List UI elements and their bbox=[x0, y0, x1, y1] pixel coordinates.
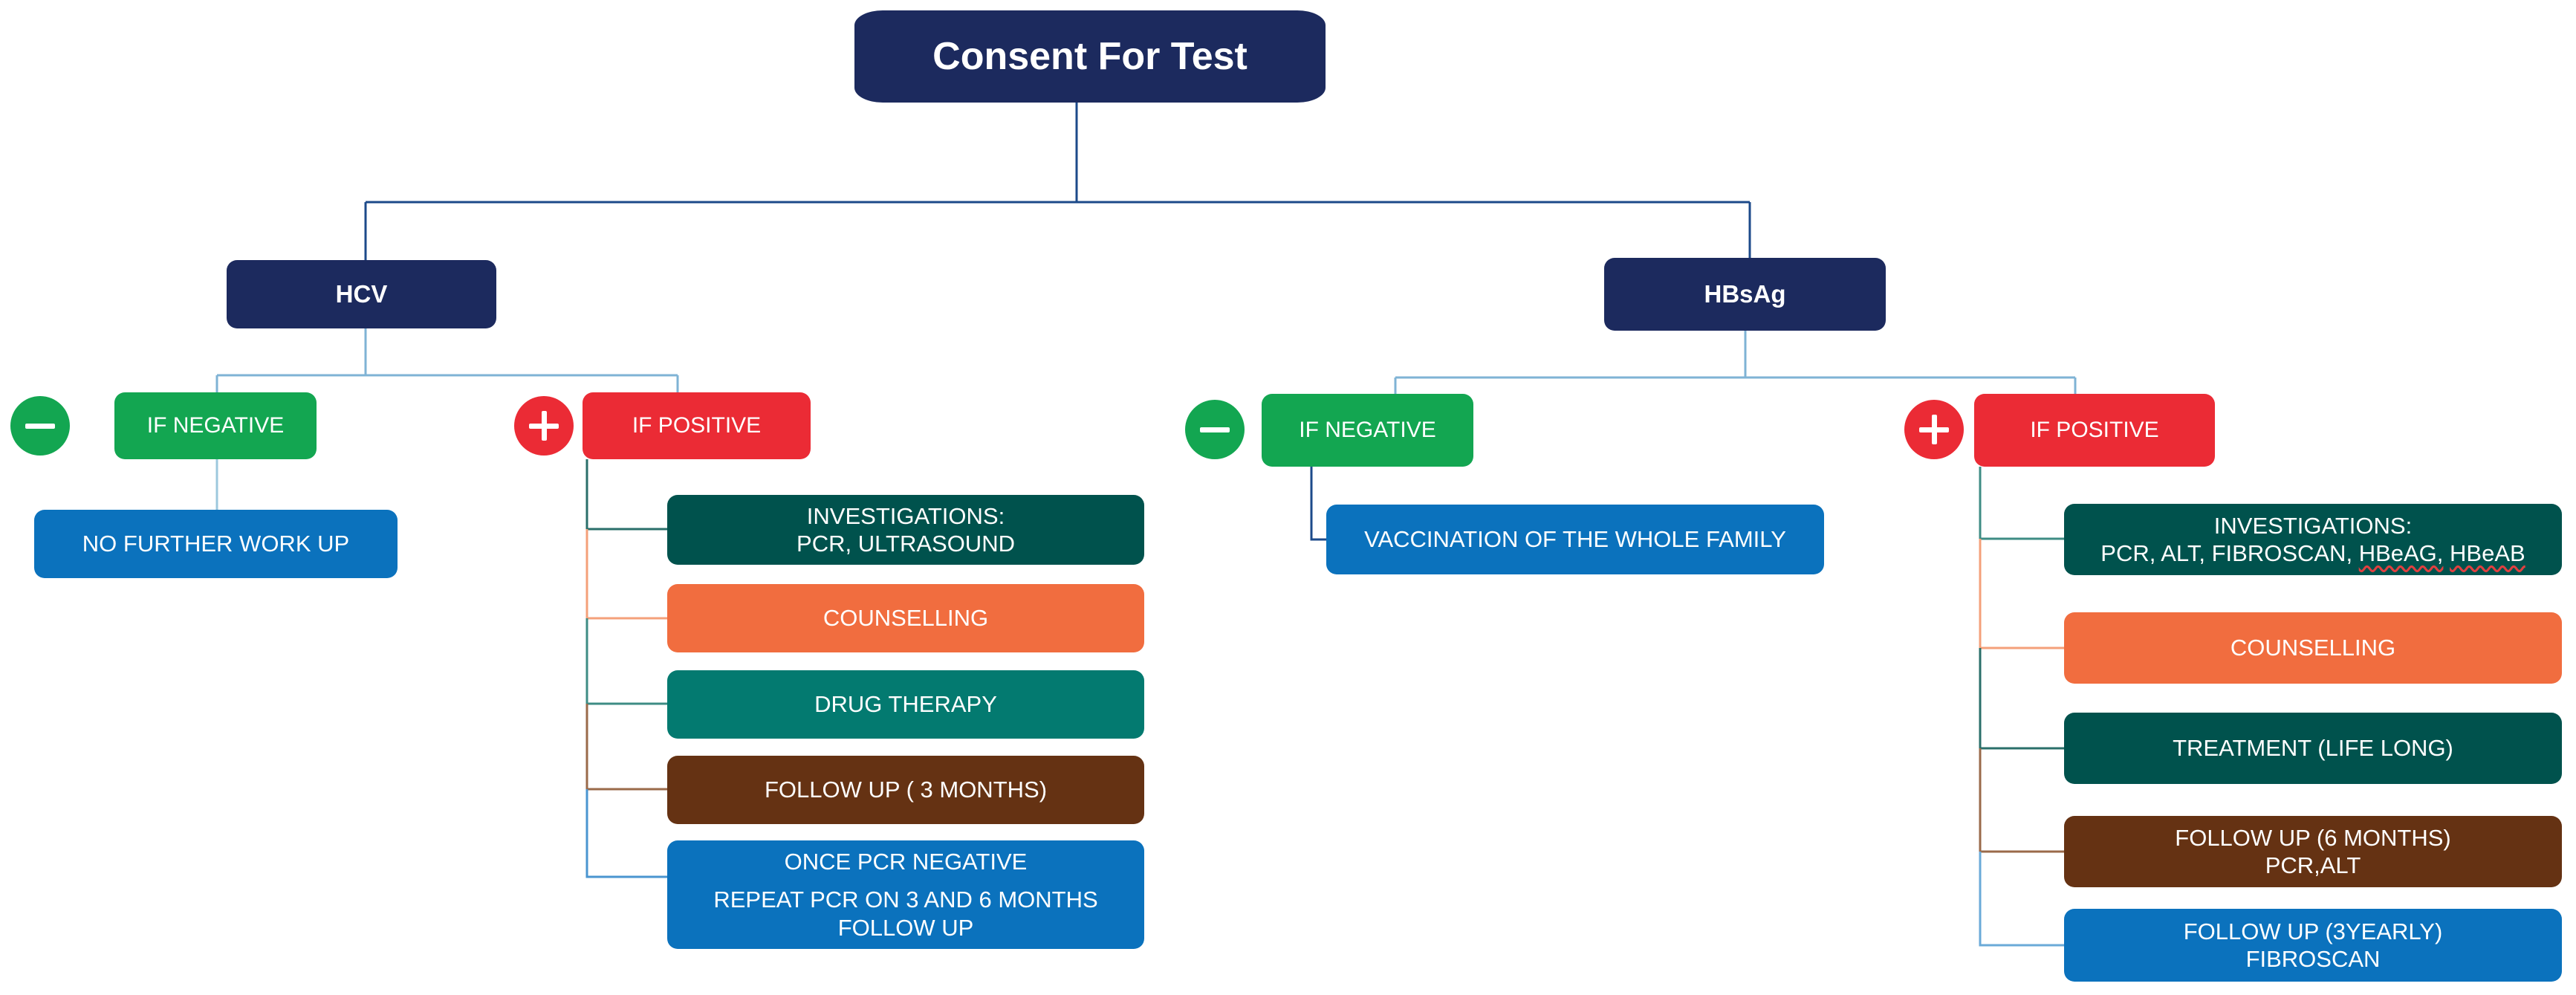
hbsag-if-positive-node: IF POSITIVE bbox=[1974, 394, 2215, 467]
hcv-no-further-work-up-node: NO FURTHER WORK UP bbox=[34, 510, 398, 578]
hbsag-follow-up-6-line-1: FOLLOW UP (6 MONTHS) bbox=[2175, 824, 2451, 851]
hcv-counselling-label: COUNSELLING bbox=[823, 605, 989, 632]
hbsag-investigations-hbeab: HBeAB bbox=[2450, 540, 2525, 566]
hcv-drug-therapy-label: DRUG THERAPY bbox=[814, 691, 997, 718]
hcv-if-positive-node: IF POSITIVE bbox=[583, 392, 811, 459]
hcv-connector bbox=[215, 328, 679, 392]
hbsag-label: HBsAg bbox=[1704, 280, 1786, 308]
hcv-pcr-line-3: FOLLOW UP bbox=[837, 914, 974, 941]
hbsag-treatment-label: TREATMENT (LIFE LONG) bbox=[2173, 735, 2453, 762]
plus-circle-icon bbox=[514, 396, 574, 456]
hcv-label: HCV bbox=[335, 280, 388, 308]
hcv-investigations-items: PCR, ULTRASOUND bbox=[797, 531, 1015, 557]
hcv-if-negative-node: IF NEGATIVE bbox=[114, 392, 317, 459]
hbsag-vaccination-node: VACCINATION OF THE WHOLE FAMILY bbox=[1326, 505, 1824, 574]
hbsag-investigations-title: INVESTIGATIONS: bbox=[2213, 512, 2413, 539]
hbsag-follow-up-3y-line-2: FIBROSCAN bbox=[2245, 946, 2381, 972]
hbsag-follow-up-3-yearly-node: FOLLOW UP (3YEARLY) FIBROSCAN bbox=[2064, 909, 2562, 982]
hbsag-treatment-node: TREATMENT (LIFE LONG) bbox=[2064, 713, 2562, 784]
hcv-pcr-follow-up-node: ONCE PCR NEGATIVE REPEAT PCR ON 3 AND 6 … bbox=[667, 840, 1144, 949]
hcv-drug-therapy-node: DRUG THERAPY bbox=[667, 670, 1144, 739]
hcv-counselling-node: COUNSELLING bbox=[667, 584, 1144, 652]
hbsag-investigations-items-line: PCR, ALT, FIBROSCAN, HBeAG, HBeAB bbox=[2100, 539, 2525, 567]
hbsag-investigations-node: INVESTIGATIONS: PCR, ALT, FIBROSCAN, HBe… bbox=[2064, 504, 2562, 575]
hbsag-connector bbox=[1394, 331, 2077, 394]
minus-circle-icon bbox=[1185, 400, 1245, 459]
hbsag-follow-up-6-line-2: PCR,ALT bbox=[2265, 852, 2361, 878]
hbsag-follow-up-3y-line-1: FOLLOW UP (3YEARLY) bbox=[2183, 918, 2443, 944]
hcv-pcr-line-2: REPEAT PCR ON 3 AND 6 MONTHS bbox=[713, 887, 1098, 913]
hbsag-counselling-label: COUNSELLING bbox=[2230, 635, 2396, 661]
plus-circle-icon bbox=[1904, 400, 1964, 459]
hcv-investigations-node: INVESTIGATIONS: PCR, ULTRASOUND bbox=[667, 495, 1144, 565]
root-connector bbox=[364, 103, 1751, 260]
consent-for-test-node: Consent For Test bbox=[854, 10, 1326, 103]
hbsag-vaccination-label: VACCINATION OF THE WHOLE FAMILY bbox=[1364, 526, 1786, 553]
hcv-if-positive-label: IF POSITIVE bbox=[632, 413, 762, 438]
hcv-investigations-title: INVESTIGATIONS: bbox=[806, 502, 1005, 529]
hbsag-investigations-hbeag: HBeAG, bbox=[2358, 540, 2444, 566]
hcv-pcr-line-1: ONCE PCR NEGATIVE bbox=[784, 849, 1028, 875]
hbsag-counselling-node: COUNSELLING bbox=[2064, 612, 2562, 684]
hcv-no-further-work-up-label: NO FURTHER WORK UP bbox=[82, 531, 350, 557]
consent-for-test-label: Consent For Test bbox=[932, 34, 1248, 78]
hbsag-negative-connector bbox=[1310, 467, 1326, 541]
hbsag-if-positive-label: IF POSITIVE bbox=[2030, 418, 2159, 442]
hcv-node: HCV bbox=[227, 260, 496, 328]
hcv-follow-up-node: FOLLOW UP ( 3 MONTHS) bbox=[667, 756, 1144, 824]
hbsag-follow-up-6-months-node: FOLLOW UP (6 MONTHS) PCR,ALT bbox=[2064, 816, 2562, 887]
hcv-if-negative-label: IF NEGATIVE bbox=[146, 413, 285, 438]
minus-circle-icon bbox=[10, 396, 70, 456]
hbsag-if-negative-label: IF NEGATIVE bbox=[1299, 418, 1436, 442]
hbsag-if-negative-node: IF NEGATIVE bbox=[1262, 394, 1473, 467]
hbsag-investigations-items: PCR, ALT, FIBROSCAN, bbox=[2100, 540, 2353, 566]
hcv-follow-up-label: FOLLOW UP ( 3 MONTHS) bbox=[764, 777, 1048, 803]
hbsag-node: HBsAg bbox=[1604, 258, 1886, 331]
